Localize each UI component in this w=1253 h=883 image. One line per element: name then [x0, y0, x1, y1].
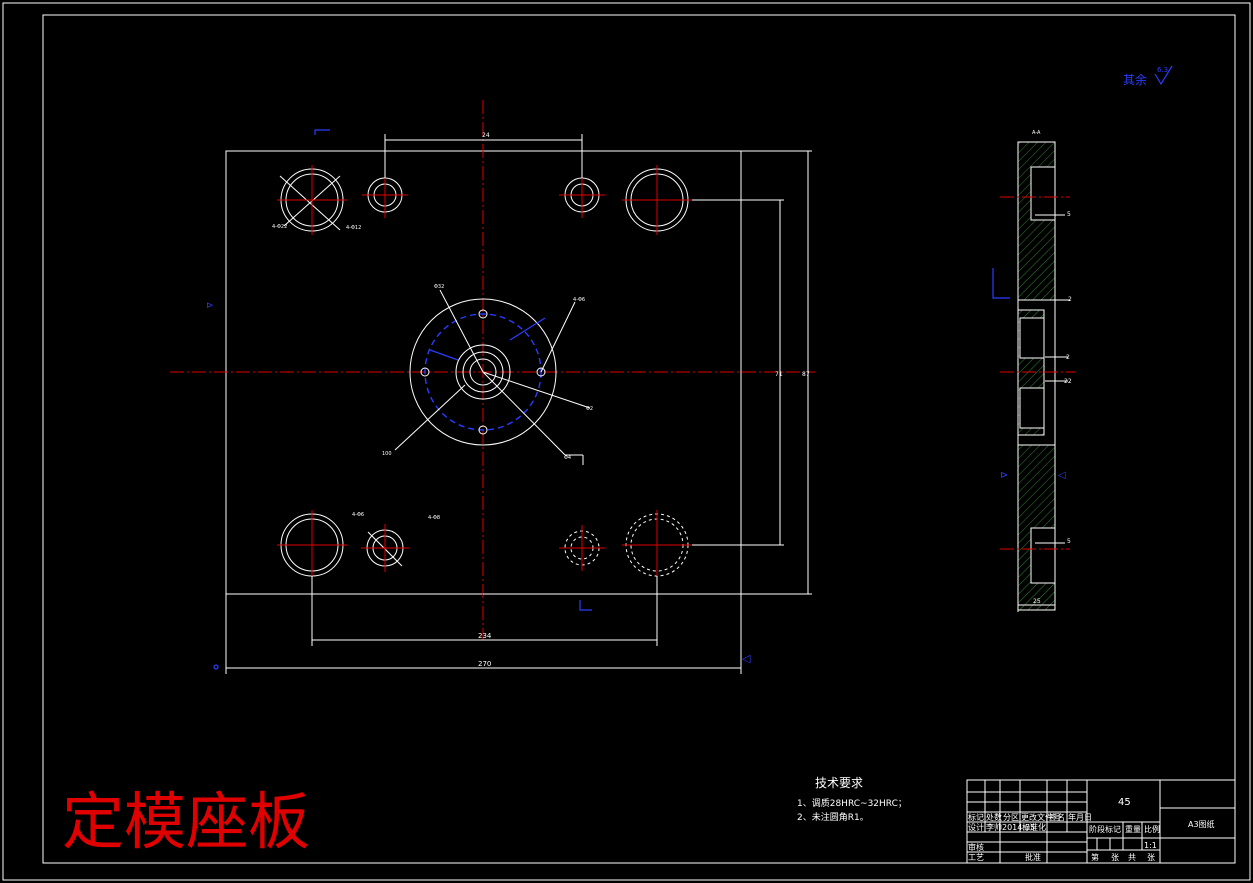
dim-center-5: Φ4: [564, 455, 571, 461]
bolt-hole-top: [478, 309, 488, 319]
side-dim-thickness: 25: [1033, 598, 1041, 605]
front-view: ⊳ ◁: [170, 100, 815, 674]
tb-sheet-2: 张: [1111, 853, 1119, 862]
dim-height-inner: 71: [775, 371, 783, 378]
center-bore-3: [469, 358, 497, 386]
bolt-hole-left: [420, 367, 430, 377]
leader-phi4: [482, 371, 566, 456]
dim-top-spacing: 24: [482, 132, 490, 139]
side-mark-left: [992, 268, 1010, 299]
tb-drawing-no: A3图纸: [1188, 819, 1215, 829]
tb-mark: 标记: [968, 812, 984, 822]
tb-stage: 阶段标记: [1089, 824, 1121, 834]
dimension-labels: 24 234 270 71 87 4-Φ22 4-Φ12 4-Φ6 4-Φ8 Φ…: [272, 132, 810, 668]
tb-scale: 1:1: [1144, 841, 1157, 850]
dim-hole-1: 4-Φ22: [272, 224, 287, 230]
tb-standardize: 标准化: [1022, 822, 1046, 832]
tb-material: 45: [1118, 797, 1131, 808]
side-datum-left: ⊳: [1000, 470, 1008, 481]
tb-date-label: 年月日: [1068, 812, 1092, 822]
tb-review: 审核: [968, 842, 984, 852]
tb-change-doc: 更改文件号: [1021, 812, 1061, 822]
tb-ratio: 比例: [1144, 824, 1160, 834]
dim-hole-2: 4-Φ12: [346, 225, 361, 231]
dim-center-4: 100: [382, 451, 392, 457]
tb-design: 设计: [968, 822, 984, 832]
drawing-title: 定模座板: [62, 785, 310, 858]
tb-zone: 分区: [1003, 813, 1019, 822]
leader-4phi6: [540, 301, 576, 373]
tb-sheet-3: 共: [1128, 853, 1136, 862]
tb-count: 处数: [986, 812, 1002, 822]
side-dim-5: 22: [1064, 378, 1072, 385]
side-pocket-bottom: [1030, 527, 1056, 584]
datum-left: ⊳: [206, 301, 214, 311]
dim-dot: [213, 664, 219, 670]
surface-note-value: 6.3: [1157, 66, 1168, 74]
side-step-2: [1019, 387, 1045, 429]
center-bore-2: [462, 351, 504, 393]
dim-hole-4: 4-Φ8: [428, 515, 440, 521]
center-bore-1: [455, 344, 511, 400]
dim-hole-3: 4-Φ6: [352, 512, 364, 518]
roughness-symbol-icon: [1154, 65, 1173, 86]
tech-item-2: 2、未注圆角R1。: [797, 811, 869, 823]
tb-sign: 签名: [1049, 812, 1065, 822]
leader-phi32: [439, 289, 484, 373]
leader-phi2: [482, 371, 591, 409]
title-block: 45 A3图纸 1:1 标记 处数 分区 更改文件号 签名 年月日 设计 李帅 …: [966, 779, 1236, 864]
side-dimension-labels: 25 5 5 2 2 22: [1033, 211, 1072, 605]
leader-100: [394, 384, 466, 451]
section-mark-bottom: [579, 600, 592, 611]
tech-item-1: 1、调质28HRC~32HRC；: [797, 797, 907, 809]
side-pocket-top: [1030, 166, 1056, 221]
side-step-1: [1019, 317, 1045, 359]
side-label-top: A-A: [1032, 130, 1041, 136]
side-dim-1: 5: [1067, 211, 1071, 218]
dim-center-3: Φ2: [586, 406, 593, 412]
section-mark-top: [314, 129, 330, 135]
tech-requirements: 技术要求 1、调质28HRC~32HRC； 2、未注圆角R1。: [797, 776, 907, 823]
dim-center-1: Φ32: [434, 284, 444, 290]
tb-sheet-4: 张: [1147, 853, 1155, 862]
surface-note: 其余 6.3: [1123, 65, 1173, 87]
tb-weight: 重量: [1125, 824, 1141, 834]
dim-height-outer: 87: [802, 371, 810, 378]
blue-arrow-l: [429, 349, 459, 361]
tech-heading: 技术要求: [815, 776, 863, 790]
inner-border: [42, 14, 1236, 864]
dim-overall-width: 270: [478, 660, 491, 668]
tb-approve: 批准: [1025, 852, 1041, 862]
side-dim-4: 2: [1066, 354, 1070, 361]
datum-bottom-right: ◁: [742, 652, 751, 665]
tb-process: 工艺: [968, 853, 984, 862]
dim-center-2: 4-Φ6: [573, 297, 585, 303]
blue-arrow-r: [509, 317, 546, 341]
surface-note-label: 其余: [1123, 72, 1147, 87]
tb-designer: 李帅: [986, 822, 1002, 832]
center-flange-outer: [409, 298, 557, 446]
side-dim-2: 5: [1067, 538, 1071, 545]
side-dim-3: 2: [1068, 296, 1072, 303]
dim-bottom-spacing: 234: [478, 632, 492, 640]
side-view: ⊳ ◁ A-A: [992, 130, 1075, 612]
bolt-hole-right: [536, 367, 546, 377]
bolt-hole-bottom: [478, 425, 488, 435]
tb-date: 2014.05: [1002, 823, 1035, 832]
side-datum-right: ◁: [1058, 470, 1066, 481]
tb-sheet-1: 第: [1091, 852, 1099, 862]
